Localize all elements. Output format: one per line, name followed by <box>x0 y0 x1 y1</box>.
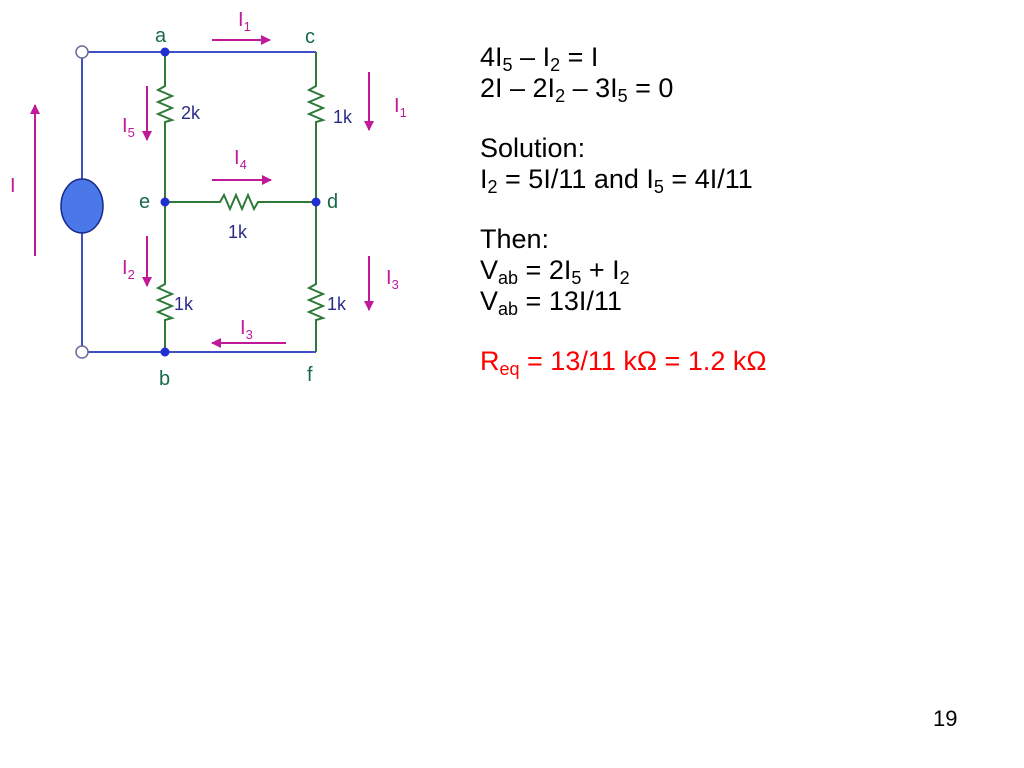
solution-equation: I2 = 5I/11 and I5 = 4I/11 <box>480 164 753 197</box>
resistor-label-ae: 2k <box>181 103 201 123</box>
equation-1: 4I5 – I2 = I <box>480 42 599 75</box>
resistor-ed <box>214 192 268 212</box>
current-label-ae: I5 <box>122 115 135 140</box>
current-label-ac: I1 <box>238 9 251 34</box>
resistor-df <box>306 280 326 322</box>
resistor-eb <box>155 280 175 322</box>
current-label-source: I <box>10 175 16 197</box>
circuit-diagram: a c e d b f 2k 1k 1k 1k 1k I I1 I1 I5 I4… <box>10 9 407 390</box>
current-label-eb: I2 <box>122 257 135 282</box>
resistor-ae <box>155 78 175 125</box>
resistor-label-cd: 1k <box>333 107 353 127</box>
req-result: Req = 13/11 kΩ = 1.2 kΩ <box>480 346 767 379</box>
current-source <box>60 178 104 234</box>
resistor-label-ed: 1k <box>228 222 248 242</box>
current-label-fb: I3 <box>240 317 253 342</box>
node-b-dot <box>160 347 170 357</box>
solution-label: Solution: <box>480 133 586 163</box>
current-label-cd: I1 <box>394 95 407 120</box>
node-label-f: f <box>307 364 313 386</box>
resistor-label-eb: 1k <box>174 294 194 314</box>
equations-panel: 4I5 – I2 = I 2I – 2I2 – 3I5 = 0 Solution… <box>480 42 1000 379</box>
resistor-cd <box>306 78 326 125</box>
node-label-e: e <box>139 191 150 213</box>
current-label-ed: I4 <box>234 147 247 172</box>
slide-number: 19 <box>933 706 958 731</box>
node-label-a: a <box>155 25 167 47</box>
node-e-dot <box>160 197 170 207</box>
node-label-c: c <box>305 26 315 48</box>
node-a-dot <box>160 47 170 57</box>
resistor-label-df: 1k <box>327 294 347 314</box>
node-label-d: d <box>327 191 338 213</box>
equation-2: 2I – 2I2 – 3I5 = 0 <box>480 73 674 106</box>
node-label-b: b <box>159 368 170 390</box>
then-label: Then: <box>480 224 550 254</box>
terminal-bottom <box>75 345 89 359</box>
vab-equation-1: Vab = 2I5 + I2 <box>480 255 630 288</box>
vab-equation-2: Vab = 13I/11 <box>480 286 622 319</box>
node-d-dot <box>311 197 321 207</box>
current-label-df: I3 <box>386 267 399 292</box>
terminal-top <box>75 45 89 59</box>
